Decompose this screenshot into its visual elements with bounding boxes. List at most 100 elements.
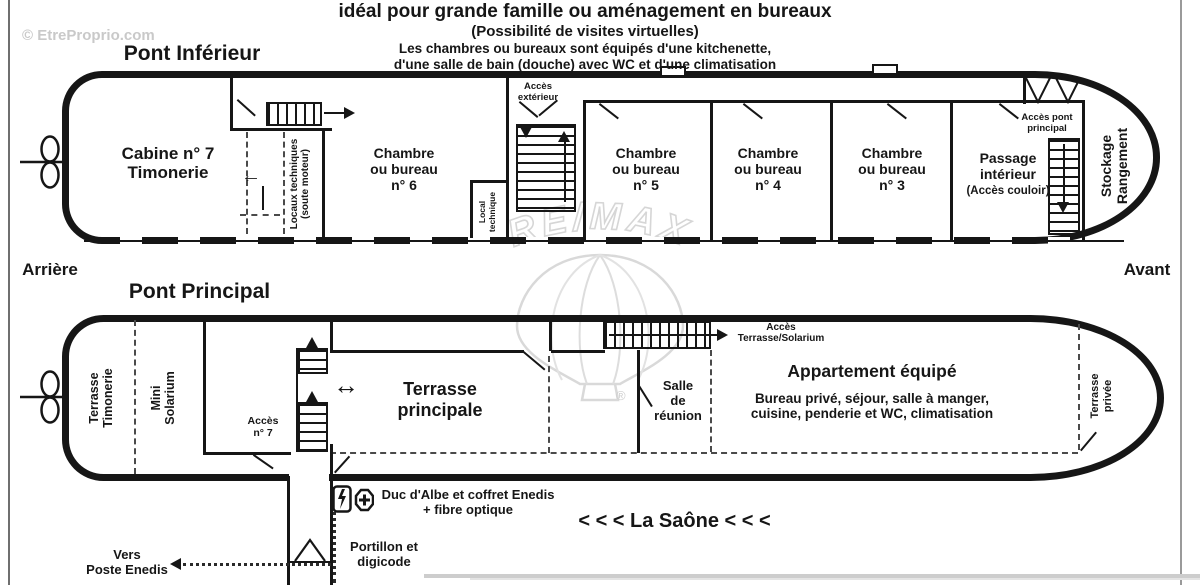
orientation-rear: Arrière (22, 260, 78, 279)
propeller-icon (20, 135, 64, 189)
partition-dashed (240, 214, 280, 216)
corridor-wall (583, 100, 1085, 103)
electricity-fiber-icons (332, 485, 374, 513)
hull-gangway-gap (289, 473, 329, 482)
stair-arrow-line (609, 334, 717, 336)
wall (330, 350, 524, 353)
room-label-wheelhouse-terrace: Terrasse Timonerie (87, 368, 116, 428)
room-label-mini-solarium: Mini Solarium (149, 371, 178, 425)
partition-dashed (283, 132, 285, 234)
svg-text:®: ® (616, 388, 626, 403)
arrow-up-icon (306, 391, 318, 402)
partition-dashed (548, 356, 550, 453)
arrow-left-icon (170, 558, 181, 570)
stair-arrow-line (1063, 144, 1065, 202)
double-door-swing (1025, 77, 1081, 104)
room-label-passage-sub: (Accès couloir) (966, 185, 1050, 197)
arrow-right-icon (344, 107, 355, 119)
deck-hatch-notch (872, 64, 898, 75)
partition-dashed (710, 350, 712, 452)
wall (203, 452, 291, 455)
room-label-room6: Chambre ou bureau n° 6 (370, 145, 438, 193)
room-label-apartment-desc: Bureau privé, séjour, salle à manger, cu… (750, 391, 994, 422)
arrow-right-icon (717, 329, 728, 341)
label-main-deck-access: Accès pont principal (1021, 112, 1073, 134)
label-exterior-access: Accès extérieur (517, 81, 559, 103)
label-access7: Accès n° 7 (247, 415, 279, 439)
stair-arrow-line (564, 140, 566, 202)
wall (1082, 100, 1085, 241)
exit-path-line (262, 186, 264, 210)
gangway-threshold (289, 561, 331, 563)
room-label-room4: Chambre ou bureau n° 4 (734, 145, 802, 193)
hull-bottom-thin-line (84, 240, 1124, 242)
room-label-cabin7: Cabine n° 7 Timonerie (121, 144, 215, 183)
deck-hatch-notch (660, 66, 686, 77)
wall (710, 100, 713, 241)
room-label-technical-rooms: Locaux techniques (soute moteur) (289, 138, 312, 230)
gangway-rail (287, 476, 290, 585)
partition-dashed (246, 132, 248, 234)
orientation-front: Avant (1123, 260, 1171, 279)
wall (203, 320, 206, 455)
wall (1023, 78, 1026, 104)
room-label-private-terrace: Terrasse privée (1089, 373, 1114, 419)
staircase (298, 348, 328, 374)
scan-border-left (8, 0, 10, 585)
watermark-etreproprio: © EtreProprio.com (22, 27, 155, 44)
gangway-rail (330, 444, 333, 585)
label-terrace-access: Accès Terrasse/Solarium (737, 322, 825, 345)
label-dolphin-enedis: Duc d'Albe et coffret Enedis + fibre opt… (381, 487, 555, 517)
gate-triangle-icon (294, 538, 326, 562)
wall (551, 350, 605, 353)
label-gate-digicode: Portillon et digicode (350, 539, 418, 569)
wall (330, 319, 333, 352)
room-label-technical-local: Local technique (477, 191, 497, 233)
wall (637, 350, 640, 453)
lower-deck-title: Pont Inférieur (123, 42, 261, 65)
staircase (266, 102, 322, 126)
room-label-room3: Chambre ou bureau n° 3 (858, 145, 926, 193)
header-line2: (Possibilité de visites virtuelles) (471, 23, 699, 40)
arrow-up-icon (558, 131, 570, 142)
wall (470, 180, 473, 238)
main-deck-title: Pont Principal (128, 280, 271, 303)
wall (230, 128, 332, 131)
room-label-storage: Stockage Rangement (1098, 127, 1130, 205)
staircase (298, 402, 328, 452)
main-deck-hull (62, 315, 1164, 481)
header-line3: Les chambres ou bureaux sont équipés d'u… (398, 41, 772, 56)
wall (583, 100, 586, 241)
partition-dashed (330, 452, 1078, 454)
path-dotted (183, 563, 331, 566)
room-label-meeting-room: Salle de réunion (654, 378, 702, 423)
label-river: < < < La Saône < < < (578, 510, 771, 532)
wall (950, 100, 953, 241)
room-label-room5: Chambre ou bureau n° 5 (612, 145, 680, 193)
label-to-enedis: Vers Poste Enedis (86, 547, 168, 577)
arrow-up-icon (306, 337, 318, 348)
stair-arrow-line (324, 112, 344, 114)
arrow-down-icon (520, 127, 532, 138)
scan-border-right (1180, 0, 1182, 585)
room-label-passage: Passage intérieur (979, 150, 1037, 182)
arrow-down-icon (1057, 202, 1069, 213)
quay-edge (424, 574, 1200, 578)
path-dotted (333, 487, 336, 583)
partition-dashed (134, 320, 136, 474)
room-label-apartment-title: Appartement équipé (787, 361, 957, 381)
wall (549, 320, 552, 351)
wall (506, 78, 509, 241)
partition-dashed (1078, 324, 1080, 450)
wall (830, 100, 833, 241)
double-arrow-icon: ↔ (333, 370, 359, 400)
wall (322, 128, 325, 241)
header-line4: d'une salle de bain (douche) avec WC et … (393, 57, 777, 72)
wall (230, 78, 233, 130)
header-line1: idéal pour grande famille ou aménagement… (338, 1, 832, 22)
wall (470, 180, 508, 183)
room-label-main-terrace: Terrasse principale (397, 379, 483, 420)
wall (296, 348, 298, 452)
quay-edge-faint (470, 578, 1200, 580)
